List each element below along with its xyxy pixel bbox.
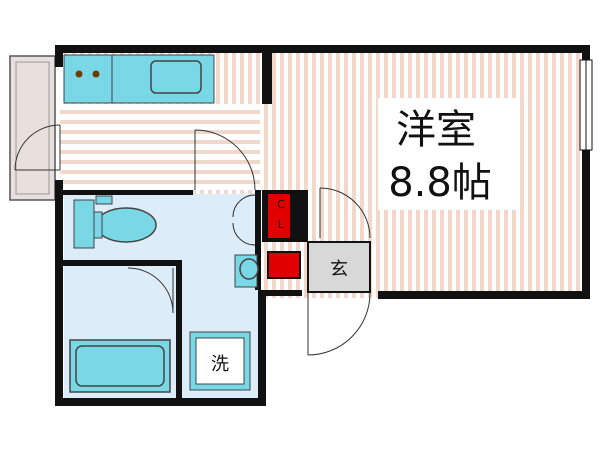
wash-basin bbox=[234, 254, 259, 288]
entrance-door bbox=[307, 292, 371, 356]
closet-door bbox=[319, 187, 371, 239]
bath-door bbox=[127, 267, 174, 314]
balcony bbox=[9, 55, 56, 201]
balcony-door bbox=[14, 124, 61, 171]
closet-label-l: L bbox=[278, 218, 285, 231]
outer-walls bbox=[55, 45, 590, 406]
stove-burner-left-icon bbox=[75, 70, 83, 78]
kitchen-floor bbox=[60, 104, 260, 190]
toilet bbox=[73, 195, 157, 249]
stove-burner-right-icon bbox=[92, 70, 100, 78]
entrance-label: 玄 bbox=[330, 259, 348, 280]
toilet-door bbox=[232, 194, 256, 246]
window-right bbox=[579, 59, 593, 151]
closet-label-c: C bbox=[277, 198, 285, 211]
bathtub bbox=[69, 339, 171, 393]
main-room-name: 洋室 bbox=[396, 107, 476, 153]
room-door bbox=[194, 129, 256, 191]
washer-space: 洗 bbox=[189, 331, 251, 391]
washer-label: 洗 bbox=[211, 354, 229, 375]
closet: C L bbox=[262, 190, 308, 279]
inner-walls bbox=[63, 190, 261, 400]
kitchen-counter bbox=[63, 54, 215, 104]
main-room-size: 8.8帖 bbox=[388, 160, 492, 206]
entrance: 玄 bbox=[307, 241, 371, 293]
main-room-label: 洋室 8.8帖 bbox=[378, 98, 520, 210]
